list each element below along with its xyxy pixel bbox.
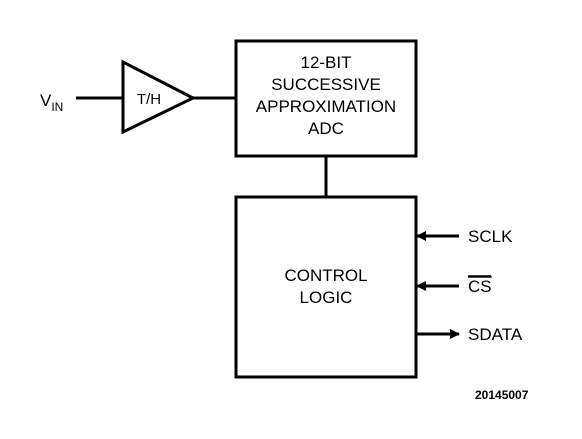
vin-label: VIN bbox=[40, 91, 63, 114]
track-hold-label: T/H bbox=[137, 91, 161, 108]
sdata-label: SDATA bbox=[468, 325, 523, 344]
adc-block bbox=[234, 39, 418, 158]
track-hold-amplifier bbox=[121, 59, 197, 135]
cs-label: CS bbox=[468, 277, 492, 296]
control-label-line-2: LOGIC bbox=[300, 288, 353, 307]
adc-label-line-4: ADC bbox=[308, 119, 344, 138]
adc-label-line-2: SUCCESSIVE bbox=[271, 75, 381, 94]
control-label-line-1: CONTROL bbox=[284, 266, 367, 285]
sclk-label: SCLK bbox=[468, 227, 513, 246]
vin-label-subscript: IN bbox=[51, 100, 63, 114]
adc-label-line-1: 12-BIT bbox=[300, 53, 351, 72]
vin-label-main: V bbox=[40, 91, 52, 110]
adc-label-line-3: APPROXIMATION bbox=[256, 97, 396, 116]
control-logic-block bbox=[234, 195, 418, 379]
figure-id: 20145007 bbox=[475, 388, 529, 402]
